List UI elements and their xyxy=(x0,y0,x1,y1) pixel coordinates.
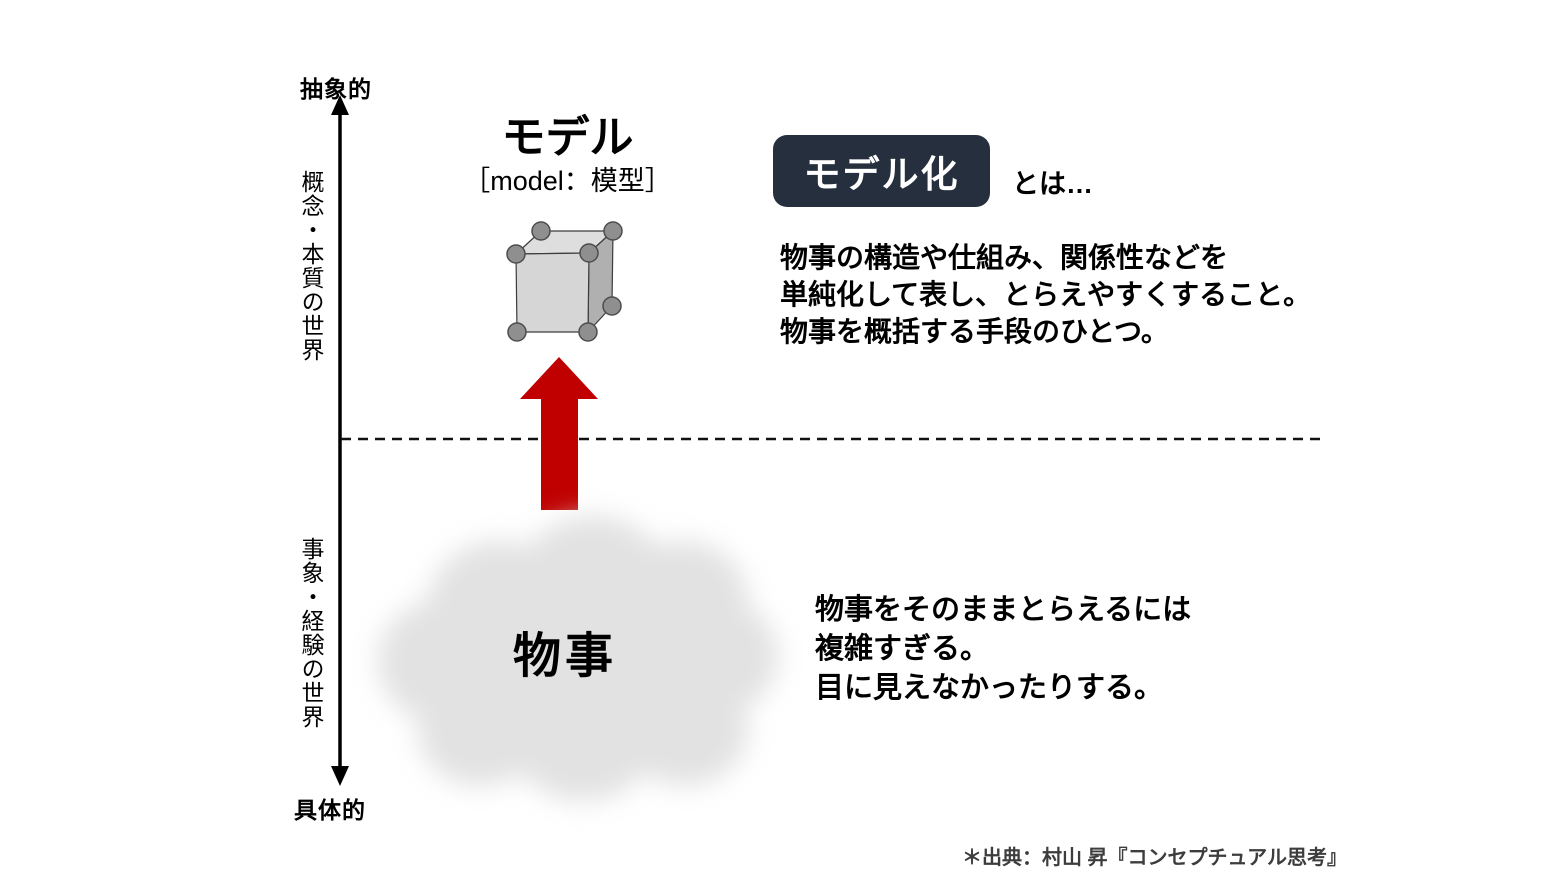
model-title-block: モデル ［model：模型］ xyxy=(425,114,710,198)
axis-region-label-experience-world: 事象・経験の世界 xyxy=(298,537,324,729)
cloud-puff xyxy=(453,576,693,751)
axis-arrowhead-up-icon xyxy=(331,95,349,115)
things-label: 物事 xyxy=(512,630,617,683)
axis-arrowhead-down-icon xyxy=(331,766,349,786)
cube-model-icon xyxy=(506,221,623,342)
things-description-text: 物事をそのままとらえるには 複雑すぎる。 目に見えなかったりする。 xyxy=(815,594,1192,704)
modelization-badge-suffix: とは… xyxy=(1012,169,1093,199)
modeling-up-arrow-icon xyxy=(520,357,598,510)
source-citation: ＊出典：村山 昇『コンセプチュアル思考』 xyxy=(962,847,1347,869)
axis-label-abstract: 抽象的 xyxy=(300,76,372,102)
modelization-definition-text: 物事の構造や仕組み、関係性などを 単純化して表し、とらえやすくすること。 物事を… xyxy=(780,242,1312,347)
modelization-badge: モデル化 xyxy=(773,135,990,207)
things-cloud-shape xyxy=(368,516,778,801)
model-title: モデル xyxy=(501,113,634,162)
axis-label-concrete: 具体的 xyxy=(294,797,366,823)
up-arrow-shape xyxy=(520,357,598,510)
model-subtitle: ［model：模型］ xyxy=(463,166,672,196)
cube-front-face xyxy=(515,252,590,333)
cube-vertex-dots xyxy=(506,221,623,342)
axis-region-label-concept-world: 概念・本質の世界 xyxy=(298,170,324,362)
